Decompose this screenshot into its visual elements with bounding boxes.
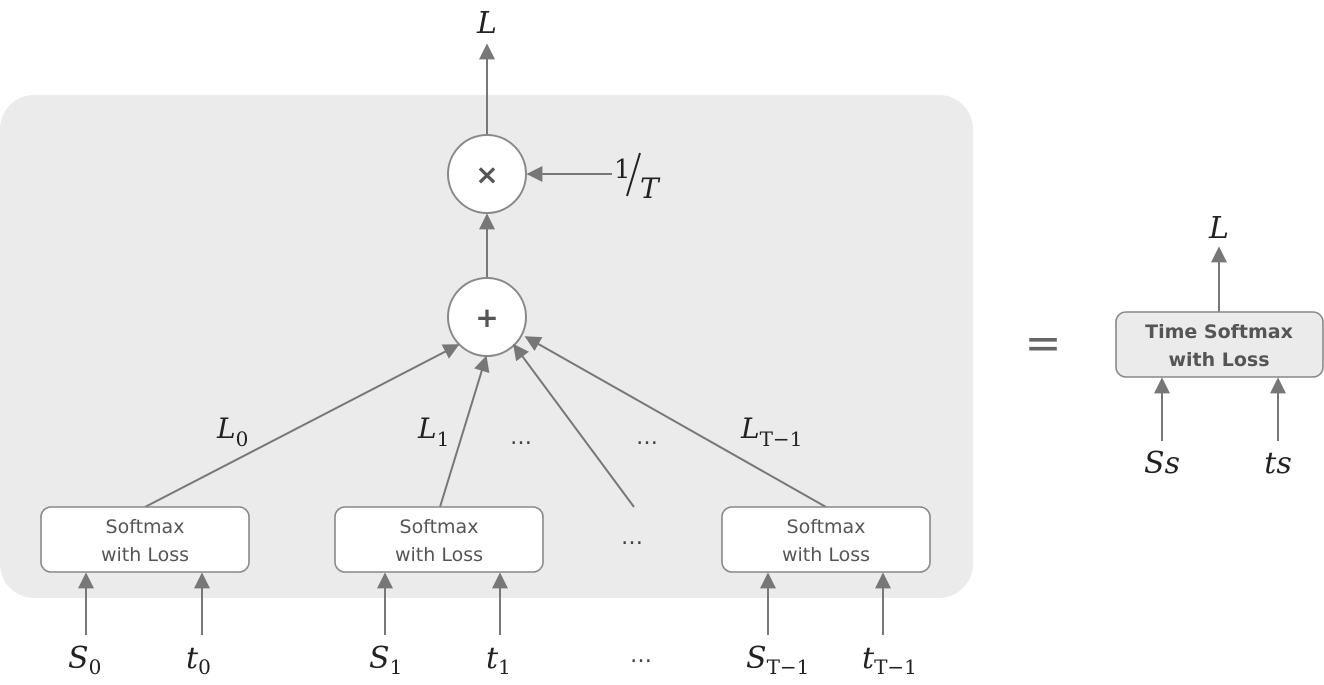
softmax-box-0-line2: with Loss [101, 544, 189, 566]
add-op: + [475, 301, 498, 334]
input-label-s1: S1 [369, 641, 402, 679]
input-label-tlast: tT−1 [862, 641, 917, 679]
ellipsis-upper-1: … [510, 425, 532, 450]
right-input-label-ss: Ss [1144, 446, 1180, 481]
time-softmax-box: Time Softmax with Loss [1115, 311, 1324, 378]
loss-label-0: L0 [216, 412, 248, 451]
scale-slash [626, 152, 641, 197]
loss-arrow-mid [513, 343, 635, 508]
multiply-node [447, 134, 527, 214]
ellipsis-inputs: … [630, 643, 652, 668]
equals-sign: = [1025, 318, 1062, 369]
loss-arrow-1 [439, 355, 490, 508]
softmax-box-0-line1: Softmax [106, 516, 185, 538]
softmax-box-1-line2: with Loss [395, 544, 483, 566]
ellipsis-boxes: … [621, 525, 643, 550]
right-input-label-ts: ts [1264, 446, 1291, 481]
softmax-box-1: Softmax with Loss [334, 506, 544, 573]
softmax-box-0: Softmax with Loss [40, 506, 250, 573]
multiply-op: × [475, 158, 498, 191]
time-softmax-line2: with Loss [1168, 349, 1269, 371]
output-label: L [476, 6, 497, 41]
input-label-t0: t0 [186, 641, 211, 679]
loss-label-1: L1 [417, 412, 449, 451]
time-softmax-line1: Time Softmax [1145, 321, 1293, 343]
loss-label-last: LT−1 [740, 412, 802, 451]
input-label-t1: t1 [486, 641, 511, 679]
softmax-box-last-line1: Softmax [787, 516, 866, 538]
softmax-box-last-line2: with Loss [782, 544, 870, 566]
right-output-label: L [1208, 211, 1229, 246]
scale-denominator: T [640, 172, 661, 205]
softmax-box-last: Softmax with Loss [721, 506, 931, 573]
loss-arrow-0 [144, 344, 460, 508]
softmax-box-1-line1: Softmax [400, 516, 479, 538]
ellipsis-upper-2: … [636, 425, 658, 450]
scale-numerator: 1 [614, 155, 631, 185]
input-label-s0: S0 [68, 641, 101, 679]
input-label-slast: ST−1 [746, 641, 809, 679]
loss-arrow-last [524, 336, 827, 508]
